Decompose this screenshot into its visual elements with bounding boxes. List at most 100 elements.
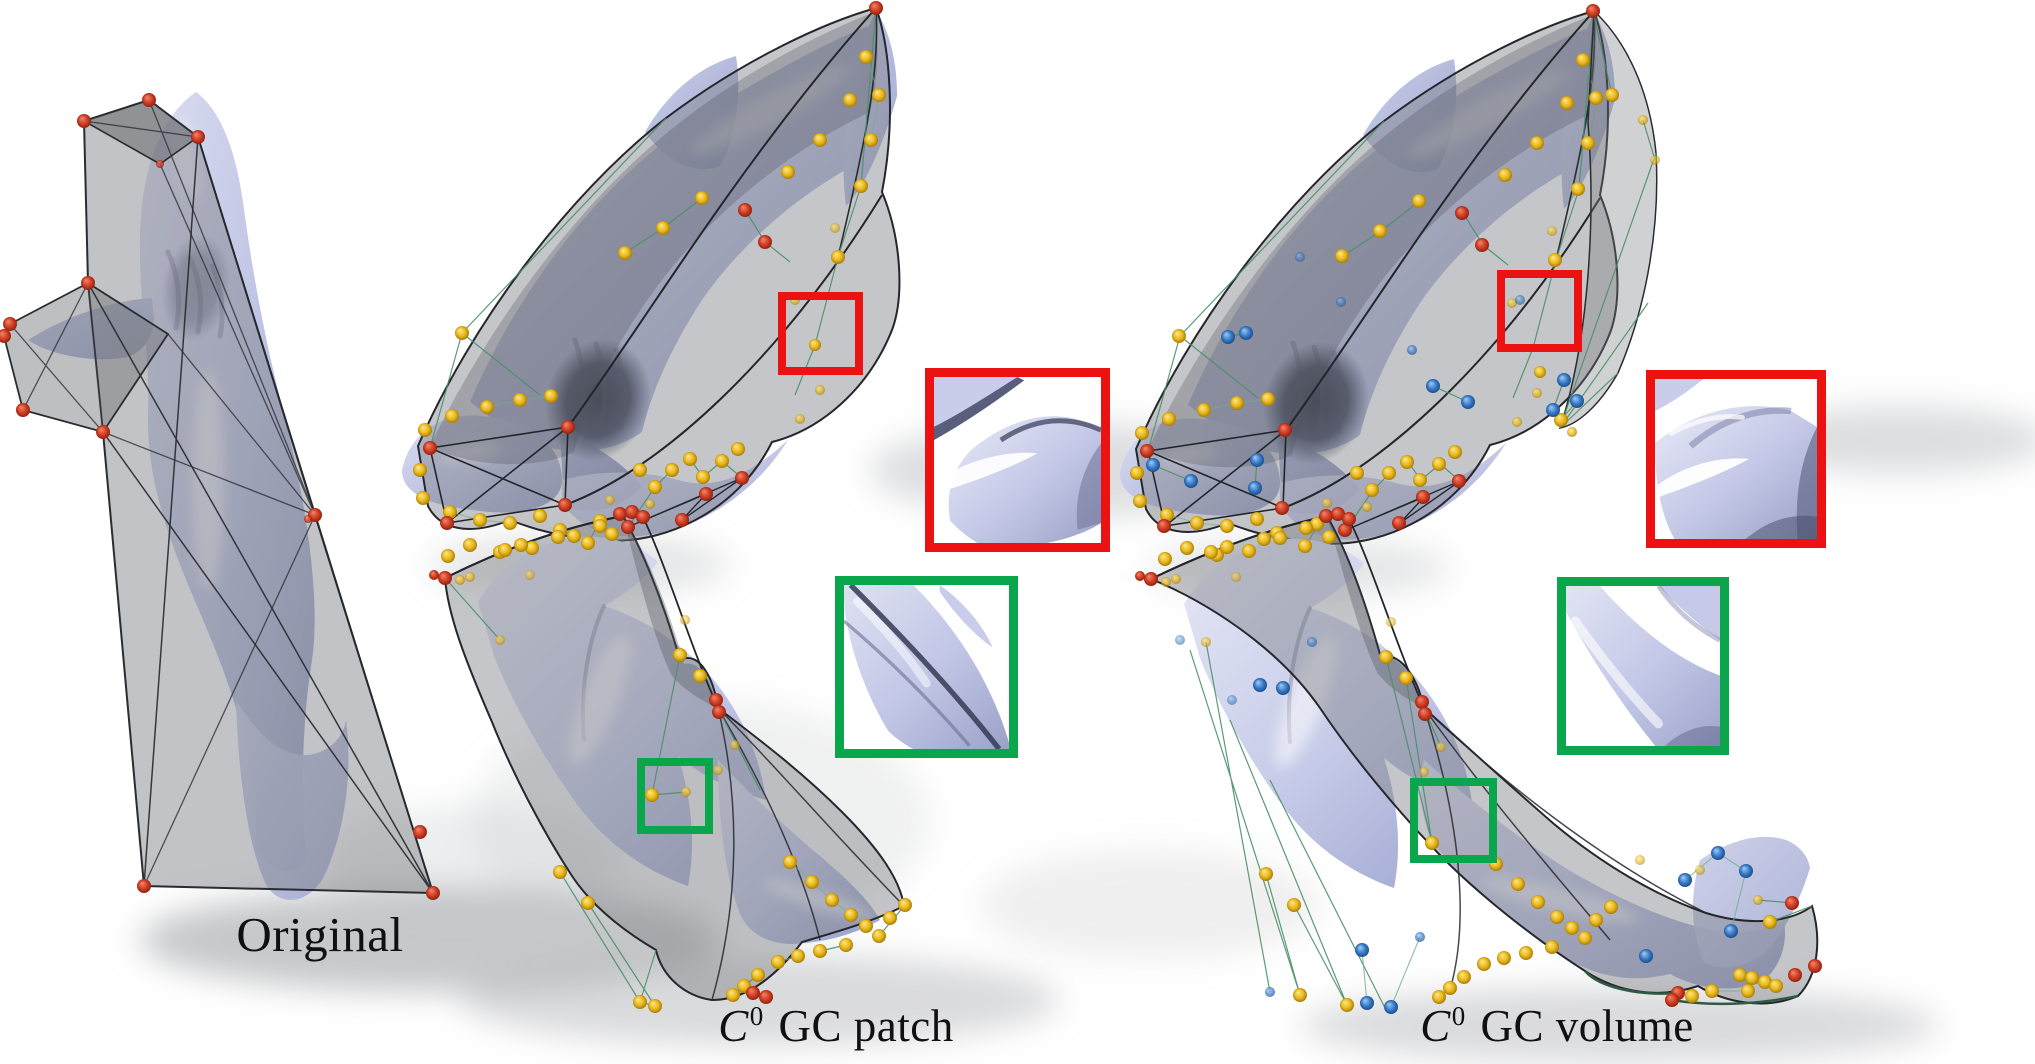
yellow-control-point — [1287, 898, 1301, 912]
red-control-point — [137, 879, 151, 893]
red-control-point — [304, 515, 312, 523]
yellow-control-point — [1519, 946, 1533, 960]
yellow-control-point — [1605, 88, 1619, 102]
blue-control-point — [1265, 987, 1275, 997]
yellow-control-point — [1362, 502, 1372, 512]
yellow-control-point — [726, 988, 740, 1002]
yellow-control-point — [1530, 136, 1544, 150]
yellow-control-point — [1133, 494, 1147, 508]
yellow-control-point — [813, 944, 827, 958]
yellow-control-point — [633, 995, 647, 1009]
yellow-control-point — [1443, 981, 1457, 995]
blue-control-point — [1407, 345, 1417, 355]
blue-control-point — [1557, 373, 1571, 387]
yellow-control-point — [1571, 182, 1585, 196]
yellow-control-point — [455, 575, 465, 585]
yellow-control-point — [854, 179, 868, 193]
blue-control-point — [1295, 252, 1305, 262]
red-control-point — [1416, 490, 1430, 504]
red-control-point — [429, 570, 439, 580]
gc-patch-caption-text: GC patch — [766, 1001, 954, 1051]
red-control-point — [1338, 523, 1352, 537]
red-control-point — [558, 498, 572, 512]
yellow-control-point — [1230, 396, 1244, 410]
blue-control-point — [1426, 379, 1440, 393]
red-control-point — [1157, 519, 1171, 533]
blue-control-point — [1248, 481, 1262, 495]
yellow-control-point — [473, 513, 487, 527]
yellow-control-point — [418, 423, 432, 437]
yellow-control-point — [645, 788, 659, 802]
yellow-control-point — [1758, 975, 1772, 989]
yellow-control-point — [872, 929, 886, 943]
yellow-control-point — [1604, 900, 1618, 914]
red-control-point — [1808, 959, 1822, 973]
gc-volume-caption-text: GC volume — [1468, 1001, 1694, 1051]
yellow-control-point — [1457, 970, 1471, 984]
yellow-control-point — [1753, 895, 1763, 905]
red-control-point — [613, 507, 627, 521]
red-control-point — [81, 276, 95, 290]
red-control-point — [1140, 444, 1154, 458]
original-model — [3, 92, 435, 900]
yellow-control-point — [1448, 445, 1462, 459]
yellow-control-point — [1581, 136, 1595, 150]
yellow-control-point — [1322, 498, 1332, 508]
blue-control-point — [1546, 403, 1560, 417]
red-control-point — [1455, 206, 1469, 220]
red-control-point — [712, 705, 726, 719]
control-points-gc-volume-top — [1130, 4, 1660, 566]
yellow-control-point — [1382, 466, 1396, 480]
yellow-control-point — [1162, 412, 1176, 426]
red-control-point — [709, 693, 723, 707]
yellow-control-point — [1511, 877, 1525, 891]
gc-patch-caption: C0 GC patch — [688, 1000, 984, 1052]
yellow-control-point — [1259, 867, 1273, 881]
red-control-point — [1452, 474, 1466, 488]
yellow-control-point — [1560, 96, 1574, 110]
yellow-control-point — [581, 896, 595, 910]
blue-control-point — [1250, 453, 1264, 467]
yellow-control-point — [1190, 516, 1204, 530]
yellow-control-point — [1534, 366, 1546, 378]
red-control-point — [16, 403, 30, 417]
yellow-control-point — [1261, 392, 1275, 406]
red-control-point — [1785, 896, 1799, 910]
red-control-point — [735, 471, 749, 485]
yellow-control-point — [815, 385, 825, 395]
gc-patch-green-marker-square — [637, 758, 713, 834]
yellow-control-point — [1419, 767, 1429, 777]
yellow-control-point — [1197, 403, 1211, 417]
yellow-control-point — [1550, 910, 1564, 924]
yellow-control-point — [831, 250, 845, 264]
gc-volume-red-zoom-inset — [1646, 370, 1826, 548]
yellow-control-point — [1532, 388, 1542, 398]
yellow-control-point — [618, 246, 632, 260]
yellow-control-point — [1273, 531, 1287, 545]
yellow-control-point — [713, 765, 723, 775]
yellow-control-point — [731, 442, 745, 456]
red-control-point — [1331, 507, 1345, 521]
yellow-control-point — [413, 463, 427, 477]
yellow-control-point — [1578, 931, 1592, 945]
red-control-point — [1586, 4, 1600, 18]
yellow-control-point — [525, 541, 539, 555]
red-control-point — [1475, 238, 1489, 252]
yellow-control-point — [1741, 984, 1755, 998]
gc-patch-caption-superscript: 0 — [749, 1001, 764, 1032]
blue-control-point — [1678, 873, 1692, 887]
red-control-point — [1278, 423, 1292, 437]
yellow-control-point — [551, 530, 565, 544]
yellow-control-point — [839, 938, 853, 952]
yellow-control-point — [445, 409, 459, 423]
yellow-control-point — [1386, 617, 1396, 627]
yellow-control-point — [715, 454, 729, 468]
yellow-control-point — [581, 536, 595, 550]
yellow-control-point — [1160, 508, 1174, 522]
red-control-point — [1665, 993, 1679, 1007]
blue-control-point — [1415, 932, 1425, 942]
gc-volume-caption-math-c: C — [1420, 1001, 1451, 1051]
blue-control-point — [1360, 996, 1374, 1010]
yellow-control-point — [416, 491, 430, 505]
gc-volume-green-marker-square — [1410, 778, 1497, 863]
